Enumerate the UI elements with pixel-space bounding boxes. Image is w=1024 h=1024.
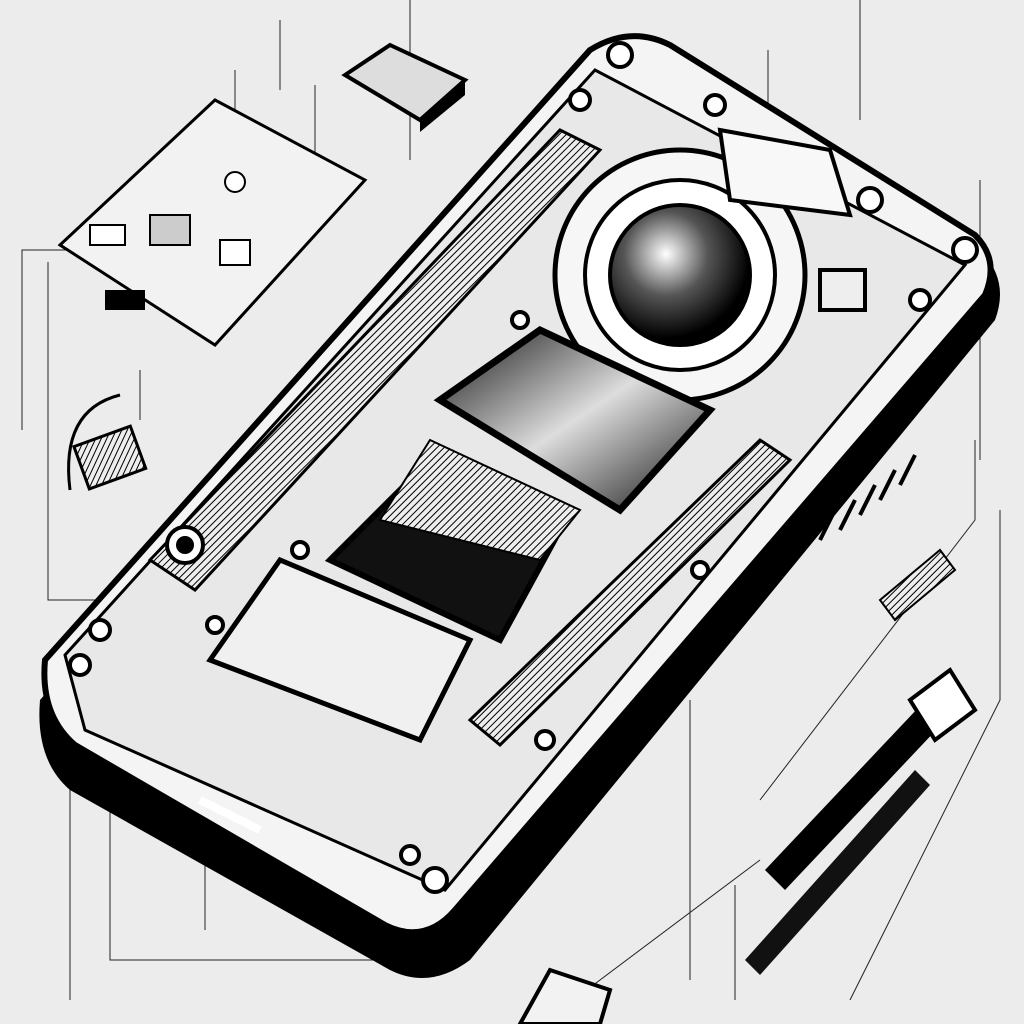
circuit-board: [57, 98, 368, 347]
connector-part: [67, 393, 148, 491]
phone-body: [39, 33, 1000, 978]
bottom-component: [517, 967, 613, 1024]
screws: [68, 41, 979, 894]
speaker-icon: [608, 203, 752, 347]
stylus-part: [745, 548, 978, 975]
sensor-chip: [341, 42, 469, 132]
